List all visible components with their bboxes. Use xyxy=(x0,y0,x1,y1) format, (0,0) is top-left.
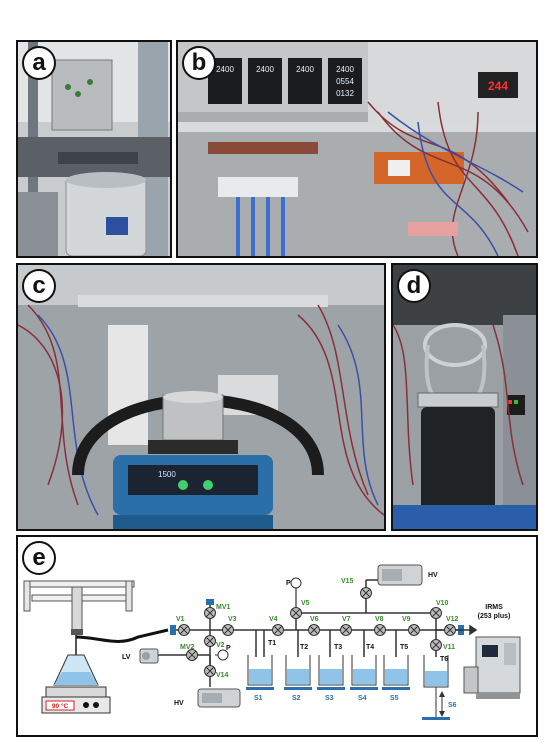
svg-text:V2: V2 xyxy=(216,642,225,649)
valve-v1 xyxy=(178,624,190,636)
valve-v12 xyxy=(444,624,456,636)
svg-text:V5: V5 xyxy=(301,600,310,607)
svg-text:V8: V8 xyxy=(375,616,384,623)
svg-text:T5: T5 xyxy=(400,644,408,651)
controller-displays: 2400 2400 2400 2400 0554 0132 xyxy=(208,58,362,104)
valve-mv2 xyxy=(186,649,198,661)
photo-panel-b: b 2400 2400 2400 2400 0554 0132 244 xyxy=(176,40,538,258)
hotplate-setup-photo: 1500 xyxy=(18,265,384,529)
red-display: 244 xyxy=(488,79,508,93)
pressure-gauge-icon xyxy=(290,577,302,589)
schematic-panel-e: e 90 °C xyxy=(16,535,538,737)
valve-v14 xyxy=(204,665,216,677)
display-3-top: 2400 xyxy=(296,65,314,74)
valve-v11 xyxy=(430,639,442,651)
dewar-coil-photo xyxy=(393,265,536,529)
valve-v2 xyxy=(204,635,216,647)
svg-text:V11: V11 xyxy=(443,644,455,651)
valve-v5 xyxy=(290,607,302,619)
panel-label-c: c xyxy=(22,269,56,303)
svg-text:S6: S6 xyxy=(448,702,457,709)
svg-text:MV2: MV2 xyxy=(180,644,195,651)
panel-label-a: a xyxy=(22,46,56,80)
svg-text:S4: S4 xyxy=(358,695,367,702)
valves xyxy=(178,587,456,677)
valve-v8 xyxy=(374,624,386,636)
svg-text:HV: HV xyxy=(174,700,184,707)
valve-v4 xyxy=(272,624,284,636)
svg-text:V9: V9 xyxy=(402,616,411,623)
svg-text:T1: T1 xyxy=(268,640,276,647)
svg-text:V1: V1 xyxy=(176,616,185,623)
svg-text:V6: V6 xyxy=(310,616,319,623)
panel-label-b: b xyxy=(182,46,216,80)
panel-label-e: e xyxy=(22,541,56,575)
svg-text:MV1: MV1 xyxy=(216,604,231,611)
svg-text:V7: V7 xyxy=(342,616,351,623)
valve-v6 xyxy=(308,624,320,636)
trap-labels: T1 T2 T3 T4 T5 T6 xyxy=(268,640,448,663)
control-rack-photo: 2400 2400 2400 2400 0554 0132 244 xyxy=(178,42,536,256)
svg-text:(253 plus): (253 plus) xyxy=(478,613,511,620)
svg-text:V10: V10 xyxy=(436,600,449,607)
svg-text:S2: S2 xyxy=(292,695,301,702)
hotplate-temp: 90 °C xyxy=(52,702,69,710)
low-vacuum-pump: LV xyxy=(122,648,159,664)
svg-text:T3: T3 xyxy=(334,644,342,651)
svg-text:T6: T6 xyxy=(440,656,448,663)
heater-stand: 90 °C xyxy=(23,580,135,714)
display-2-top: 2400 xyxy=(256,65,274,74)
irms-instrument: IRMS (253 plus) xyxy=(463,604,521,699)
lab-dewar-photo xyxy=(18,42,170,256)
photo-panel-c: c 1500 xyxy=(16,263,386,531)
display-4-top: 2400 xyxy=(336,65,354,74)
high-vacuum-pump-bottom: HV xyxy=(174,688,241,708)
svg-text:HV: HV xyxy=(428,572,438,579)
valve-mv1 xyxy=(204,607,216,619)
svg-text:V14: V14 xyxy=(216,672,229,679)
vacuum-line-schematic: 90 °C xyxy=(23,564,521,720)
svg-text:T2: T2 xyxy=(300,644,308,651)
pressure-label: P xyxy=(226,645,231,652)
valve-v15 xyxy=(360,587,372,599)
svg-text:LV: LV xyxy=(122,654,131,661)
valve-labels: V1 V2 V3 V4 V5 V6 V7 V8 V9 V10 V11 V12 V… xyxy=(176,578,459,679)
panel-label-d: d xyxy=(397,269,431,303)
svg-text:V12: V12 xyxy=(446,616,459,623)
svg-text:V3: V3 xyxy=(228,616,237,623)
pressure-label: P xyxy=(286,580,291,587)
valve-v3 xyxy=(222,624,234,636)
valve-v7 xyxy=(340,624,352,636)
sample-labels: S1 S2 S3 S4 S5 S6 xyxy=(254,695,457,709)
display-4-mid: 0554 xyxy=(336,77,354,86)
sample-dewars xyxy=(246,655,450,720)
display-1-top: 2400 xyxy=(216,65,234,74)
svg-text:S3: S3 xyxy=(325,695,334,702)
svg-text:IRMS: IRMS xyxy=(485,604,503,611)
svg-text:V15: V15 xyxy=(341,578,354,585)
high-vacuum-pump-top: HV xyxy=(377,564,438,586)
svg-text:T4: T4 xyxy=(366,644,374,651)
svg-text:S1: S1 xyxy=(254,695,263,702)
display-4-bottom: 0132 xyxy=(336,89,354,98)
svg-text:V4: V4 xyxy=(269,616,278,623)
photo-panel-a: a xyxy=(16,40,172,258)
photo-panel-d: d xyxy=(391,263,538,531)
hotplate-display: 1500 xyxy=(158,470,176,479)
svg-text:S5: S5 xyxy=(390,695,399,702)
valve-v10 xyxy=(430,607,442,619)
valve-v9 xyxy=(408,624,420,636)
